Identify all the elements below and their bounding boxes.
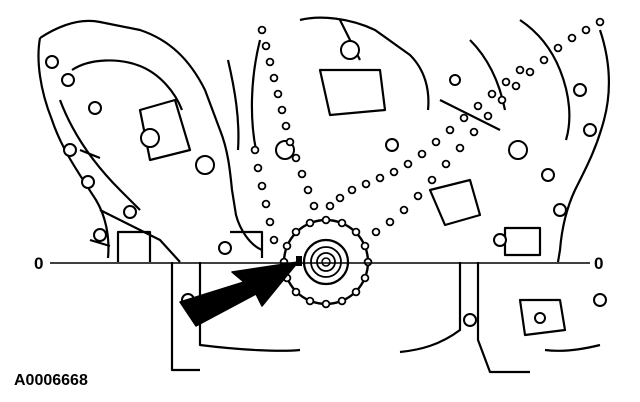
reference-label-right: 0 (594, 254, 604, 273)
reference-label-left: 0 (34, 254, 44, 273)
timing-chain (250, 17, 605, 245)
indicator-arrow (179, 261, 299, 327)
bolt-holes (45, 40, 607, 327)
engine-block-outline (37, 16, 611, 374)
figure-code: A0006668 (14, 372, 88, 389)
